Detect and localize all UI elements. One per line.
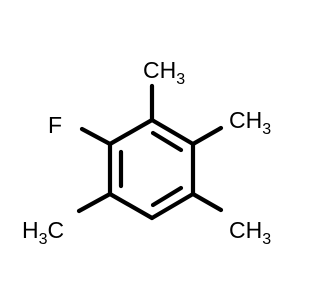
bond-to-right-lower-methyl — [190, 191, 224, 213]
methyl-top-main: CH — [143, 57, 176, 83]
methyl-right-lower-main: CH — [229, 217, 262, 243]
methyl-left-lower-label: H3C — [22, 217, 64, 248]
methyl-top-label: CH3 — [143, 57, 185, 88]
ring-bond-c-d — [149, 191, 196, 221]
methyl-top-subscript: 3 — [176, 71, 185, 88]
methyl-left-lower-subscript: 3 — [39, 231, 48, 248]
ring-bond-a-b — [149, 117, 196, 147]
methyl-right-upper-label: CH3 — [229, 107, 271, 138]
methyl-left-lower-h: H — [22, 217, 39, 243]
ring-bond-f-a — [107, 117, 155, 147]
bond-to-fluorine — [79, 126, 113, 147]
fluorine-atom-label: F — [48, 112, 62, 138]
structure-canvas: F CH3 CH3 CH3 H3C — [22, 57, 272, 248]
double-bond-inner-c-d — [150, 185, 184, 208]
methyl-left-lower-c: C — [48, 217, 65, 243]
bond-to-left-lower-methyl — [76, 191, 113, 214]
methyl-right-upper-subscript: 3 — [262, 121, 271, 138]
molecule-structure: F CH3 CH3 CH3 H3C — [22, 57, 271, 248]
methyl-right-lower-subscript: 3 — [262, 231, 271, 248]
methyl-right-lower-label: CH3 — [229, 217, 271, 248]
bond-to-right-upper-methyl — [190, 125, 224, 147]
methyl-right-upper-main: CH — [229, 107, 262, 133]
double-bond-inner-a-b — [150, 130, 184, 153]
ring-bond-d-e — [107, 191, 155, 221]
